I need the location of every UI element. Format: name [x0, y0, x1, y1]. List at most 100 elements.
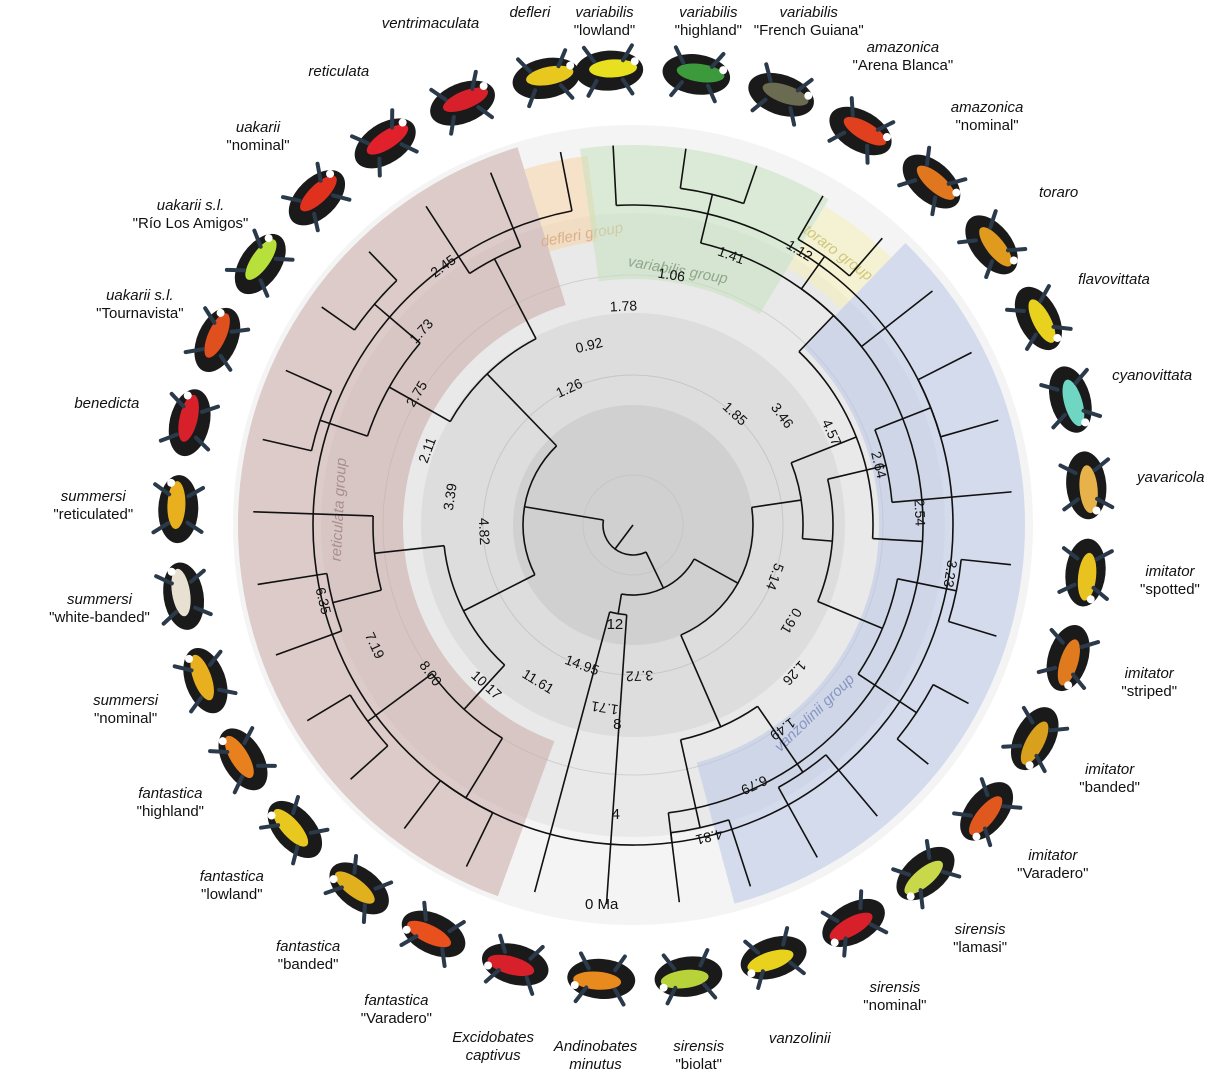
taxon-label: imitator"Varadero"	[1017, 847, 1088, 883]
taxon-species: ventrimaculata	[382, 15, 480, 33]
frog-icon	[171, 640, 239, 720]
taxon-form: "spotted"	[1140, 581, 1200, 599]
frog-icon	[566, 953, 637, 1006]
taxon-species: sirensis	[863, 979, 926, 997]
frog-icon	[254, 788, 335, 871]
taxon-label: sirensis"lamasi"	[953, 921, 1007, 957]
taxon-form: captivus	[452, 1047, 534, 1065]
taxon-label: flavovittata	[1078, 271, 1150, 289]
frog-icon	[276, 157, 358, 239]
taxon-label: fantastica"highland"	[137, 785, 204, 821]
taxon-label: variabilis"French Guiana"	[754, 4, 864, 40]
taxon-label: summersi"reticulated"	[53, 488, 133, 524]
taxon-species: variabilis	[574, 4, 636, 22]
taxon-species: uakarii s.l.	[96, 287, 183, 305]
taxon-species: vanzolinii	[769, 1030, 831, 1048]
taxon-species: flavovittata	[1078, 271, 1150, 289]
taxon-species: defleri	[509, 4, 550, 22]
time-label: 4	[612, 806, 620, 823]
frog-icon	[884, 833, 967, 913]
taxon-species: toraro	[1039, 184, 1078, 202]
taxon-species: variabilis	[754, 4, 864, 22]
frog-icon	[734, 924, 814, 991]
taxon-form: "nominal"	[951, 117, 1024, 135]
frog-icon	[741, 61, 821, 129]
frog-icon	[155, 559, 213, 634]
frog-icon	[508, 48, 584, 108]
frog-icon	[476, 933, 554, 997]
frog-icon	[1038, 360, 1103, 439]
frog-icon	[1059, 449, 1113, 521]
taxon-species: summersi	[49, 591, 150, 609]
frog-icon	[344, 105, 427, 182]
frog-icon	[890, 141, 973, 222]
taxon-form: "Arena Blanca"	[853, 57, 954, 75]
taxon-species: fantastica	[276, 938, 340, 956]
taxon-species: imitator	[1121, 665, 1177, 683]
taxon-form: minutus	[554, 1056, 637, 1074]
taxon-form: "Tournavista"	[96, 305, 183, 323]
node-age-label: 3.72	[625, 668, 653, 685]
node-age-label: 1.78	[609, 297, 637, 314]
taxon-label: imitator"striped"	[1121, 665, 1177, 701]
frog-icon	[998, 697, 1072, 780]
taxon-label: benedicta	[74, 395, 139, 413]
taxon-label: defleri	[509, 4, 550, 22]
taxon-species: amazonica	[951, 99, 1024, 117]
taxon-species: sirensis	[953, 921, 1007, 939]
taxon-form: "white-banded"	[49, 609, 150, 627]
taxon-label: uakarii"nominal"	[226, 119, 289, 155]
taxon-label: vanzolinii	[769, 1030, 831, 1048]
frog-icon	[1035, 618, 1101, 697]
taxon-species: imitator	[1017, 847, 1088, 865]
time-label: 12	[607, 616, 624, 633]
taxon-label: summersi"nominal"	[93, 692, 158, 728]
taxon-label: variabilis"lowland"	[574, 4, 636, 40]
time-label: 8	[613, 716, 621, 733]
taxon-label: amazonica"Arena Blanca"	[853, 39, 954, 75]
taxon-label: sirensis"biolat"	[673, 1038, 724, 1074]
taxon-species: uakarii s.l.	[133, 197, 249, 215]
frog-icon	[422, 68, 503, 138]
taxon-label: amazonica"nominal"	[951, 99, 1024, 135]
frog-icon	[153, 474, 203, 544]
taxon-label: imitator"spotted"	[1140, 563, 1200, 599]
taxon-species: imitator	[1079, 761, 1140, 779]
frog-icon	[1058, 536, 1113, 609]
frog-icon	[659, 46, 733, 103]
taxon-label: summersi"white-banded"	[49, 591, 150, 627]
taxon-form: "striped"	[1121, 683, 1177, 701]
taxon-form: "lamasi"	[953, 939, 1007, 957]
node-age-label: 2.54	[911, 499, 928, 527]
taxon-species: reticulata	[308, 63, 369, 81]
taxon-label: sirensis"nominal"	[863, 979, 926, 1015]
taxon-species: Excidobates	[452, 1029, 534, 1047]
taxon-form: "banded"	[1079, 779, 1140, 797]
taxon-label: uakarii s.l."Tournavista"	[96, 287, 183, 323]
taxon-form: "highland"	[675, 22, 742, 40]
taxon-form: "nominal"	[226, 137, 289, 155]
taxon-species: cyanovittata	[1112, 367, 1192, 385]
taxon-form: "lowland"	[574, 22, 636, 40]
frog-icon	[221, 222, 299, 305]
frog-icon	[392, 897, 474, 970]
time-label: 0 Ma	[585, 896, 619, 913]
frog-icon	[819, 93, 902, 169]
taxon-form: "banded"	[276, 956, 340, 974]
frog-icon	[652, 949, 725, 1005]
taxon-label: cyanovittata	[1112, 367, 1192, 385]
taxon-species: fantastica	[200, 868, 264, 886]
frog-icon	[812, 885, 895, 960]
taxon-form: "biolat"	[673, 1056, 724, 1074]
taxon-form: "nominal"	[863, 997, 926, 1015]
taxon-form: "Varadero"	[1017, 865, 1088, 883]
taxon-species: imitator	[1140, 563, 1200, 581]
frog-icon	[182, 299, 254, 381]
taxon-label: yavaricola	[1137, 469, 1205, 487]
taxon-species: amazonica	[853, 39, 954, 57]
taxon-form: "French Guiana"	[754, 22, 864, 40]
taxon-label: imitator"banded"	[1079, 761, 1140, 797]
taxon-form: "reticulated"	[53, 506, 133, 524]
taxon-species: fantastica	[361, 992, 432, 1010]
